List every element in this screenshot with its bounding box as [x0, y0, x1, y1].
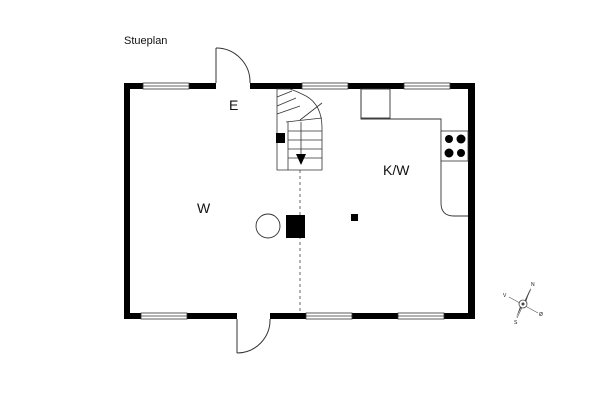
room-label-entry: E: [229, 97, 238, 113]
compass-label-o: Ø: [539, 312, 543, 318]
stove-burner-2: [456, 134, 466, 144]
wall-north-2: [250, 83, 475, 89]
plan-title: Stueplan: [124, 35, 167, 47]
stair-post: [276, 133, 285, 143]
compass-label-s: S: [514, 320, 518, 326]
door-north: [215, 47, 251, 84]
door-south-swing: [236, 318, 271, 354]
door-south: [236, 318, 271, 354]
staircase: [276, 88, 323, 171]
stove-burner-1: [445, 135, 453, 143]
wall-south-2: [270, 313, 475, 319]
compass-label-n: N: [531, 282, 535, 288]
small-column: [351, 214, 358, 221]
stove-burner-4: [457, 149, 465, 157]
stove: [440, 130, 469, 162]
outer-walls: [124, 83, 475, 319]
wall-east: [468, 83, 475, 319]
stove-outline: [440, 130, 469, 162]
chimney-pillar: [286, 215, 305, 238]
compass-rose: N S V Ø: [503, 282, 543, 326]
door-north-swing: [215, 47, 251, 84]
windows-north: [142, 82, 451, 90]
stove-burner-3: [444, 148, 454, 158]
room-label-living: W: [197, 200, 211, 216]
round-table: [255, 213, 281, 239]
compass-label-v: V: [503, 293, 507, 299]
stair-direction-arrow: [296, 154, 306, 165]
windows-south: [140, 312, 445, 320]
sink-unit: [360, 88, 391, 119]
wall-west: [124, 83, 130, 319]
room-label-kitchen: K/W: [383, 162, 410, 178]
staircase-outline: [276, 88, 323, 171]
